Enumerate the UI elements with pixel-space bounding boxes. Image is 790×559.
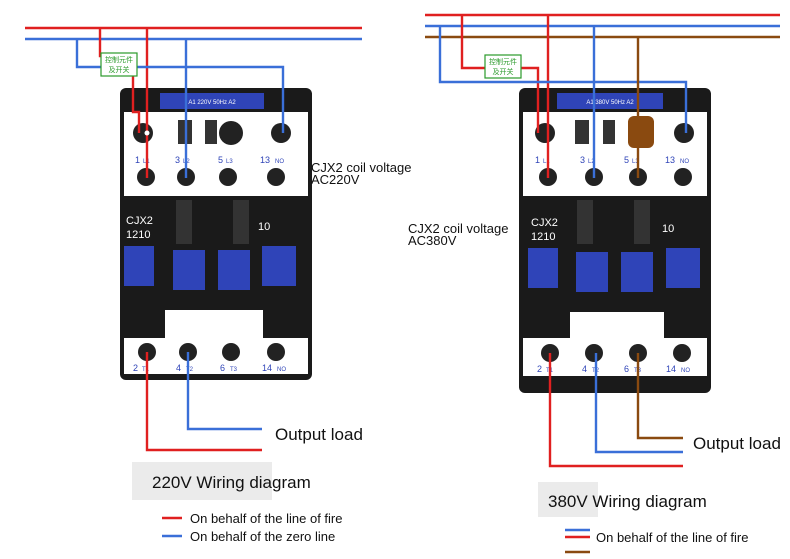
left-top-term-1-num: 1 xyxy=(135,155,140,165)
right-bot-term-1-num: 2 xyxy=(537,364,542,374)
left-contact-code: 10 xyxy=(258,221,270,233)
right-output-label: Output load xyxy=(693,434,781,453)
left-wire-out-zero xyxy=(186,352,262,431)
right-model-line1: CJX2 xyxy=(531,217,558,229)
right-bot-term-4-num: 14 xyxy=(666,364,676,374)
right-top-term-1-num: 1 xyxy=(535,155,540,165)
left-coil-value: AC220V xyxy=(311,172,360,187)
right-diagram-title: 380V Wiring diagram xyxy=(548,492,707,511)
left-coil-hole xyxy=(219,121,243,145)
left-bot-term-4-num: 14 xyxy=(262,363,272,373)
left-wire-zero-a2 xyxy=(75,39,285,133)
left-label-plate-text: A1 220V 50Hz A2 xyxy=(188,100,236,106)
left-title-bg xyxy=(132,462,272,500)
left-window-2 xyxy=(173,250,205,290)
right-top-term-3-sub: L3 xyxy=(632,159,639,165)
right-wire-zero-a2 xyxy=(438,26,688,133)
right-window-4 xyxy=(666,248,700,288)
left-wiring xyxy=(25,26,362,452)
right-top-term-3-num: 5 xyxy=(624,155,629,165)
left-coil-a2 xyxy=(271,123,291,143)
left-wire-out-fire xyxy=(145,352,262,452)
left-window-3 xyxy=(218,250,250,290)
right-window-3 xyxy=(621,252,653,292)
right-coil-a1 xyxy=(535,123,555,143)
left-bot-term-3-sub: T3 xyxy=(230,367,238,373)
right-top-screw-4 xyxy=(674,168,692,186)
right-switch-line2: 及开关 xyxy=(493,67,514,76)
right-bottom-screw-4 xyxy=(673,344,691,362)
left-bot-term-2-num: 4 xyxy=(176,363,181,373)
right-top-term-2-sub: L2 xyxy=(588,159,595,165)
left-diagram-title: 220V Wiring diagram xyxy=(152,473,311,492)
right-top-term-2-num: 3 xyxy=(580,155,585,165)
right-top-term-4-sub: NO xyxy=(680,159,689,165)
right-bot-term-3-num: 6 xyxy=(624,364,629,374)
left-coil-title: CJX2 coil voltage xyxy=(311,160,412,175)
left-bottom-screw-3 xyxy=(222,343,240,361)
left-output-label: Output load xyxy=(275,425,363,444)
right-bottom-screw-2 xyxy=(585,344,603,362)
right-window-1 xyxy=(528,248,558,288)
right-switch-box xyxy=(484,54,522,79)
left-model-line1: CJX2 xyxy=(126,215,153,227)
right-coil-value: AC380V xyxy=(408,233,457,248)
right-wiring xyxy=(425,13,780,468)
right-contact-code: 10 xyxy=(662,223,674,235)
left-top-term-3-num: 5 xyxy=(218,155,223,165)
right-model-line2: 1210 xyxy=(531,231,555,243)
left-bot-term-4-sub: NO xyxy=(277,367,286,373)
left-contactor: A1 220V 50Hz A2 1 L1 3 L2 5 L3 13 NO CJX… xyxy=(120,88,312,380)
left-bottom-screw-4 xyxy=(267,343,285,361)
right-coil-hole xyxy=(628,116,654,148)
left-switch-line1: 控制元件 xyxy=(105,55,133,64)
right-switch-line1: 控制元件 xyxy=(489,57,517,66)
right-coil-a2 xyxy=(674,123,694,143)
left-legend-fire-text: On behalf of the line of fire xyxy=(190,511,343,526)
right-wire-out-fire xyxy=(548,353,683,468)
left-switch-line2: 及开关 xyxy=(109,65,130,74)
left-window-1 xyxy=(124,246,154,286)
right-wire-out-zero xyxy=(594,353,683,454)
left-top-term-2-num: 3 xyxy=(175,155,180,165)
left-bot-term-1-num: 2 xyxy=(133,363,138,373)
left-bot-term-3-num: 6 xyxy=(220,363,225,373)
left-window-4 xyxy=(262,246,296,286)
right-window-2 xyxy=(576,252,608,292)
left-top-term-3-sub: L3 xyxy=(226,159,233,165)
right-wire-out-brown xyxy=(636,353,683,440)
right-coil-title: CJX2 coil voltage xyxy=(408,221,509,236)
left-slider xyxy=(165,310,263,342)
left-bot-term-2-sub: T2 xyxy=(186,367,194,373)
right-top-term-4-num: 13 xyxy=(665,155,675,165)
right-label-plate xyxy=(557,93,663,109)
right-bot-term-4-sub: NO xyxy=(681,368,690,374)
right-bot-term-2-num: 4 xyxy=(582,364,587,374)
left-switch-box xyxy=(100,52,138,77)
right-top-term-1-sub: L1 xyxy=(543,159,550,165)
left-legend-zero-text: On behalf of the zero line xyxy=(190,529,336,544)
left-top-screw-3 xyxy=(219,168,237,186)
left-wire-fire-a1 xyxy=(98,28,141,133)
right-control-switch: 控制元件 及开关 xyxy=(484,54,522,79)
left-model-line2: 1210 xyxy=(126,229,150,241)
left-coil-a1 xyxy=(133,123,153,143)
left-top-term-4-sub: NO xyxy=(275,159,284,165)
left-top-screw-4 xyxy=(267,168,285,186)
right-label-plate-text: A1 380V 50Hz A2 xyxy=(586,100,634,106)
right-legend-fire-text: On behalf of the line of fire xyxy=(596,530,749,545)
left-control-switch: 控制元件 及开关 xyxy=(100,52,138,77)
right-title-bg xyxy=(538,482,598,517)
left-top-term-4-num: 13 xyxy=(260,155,270,165)
